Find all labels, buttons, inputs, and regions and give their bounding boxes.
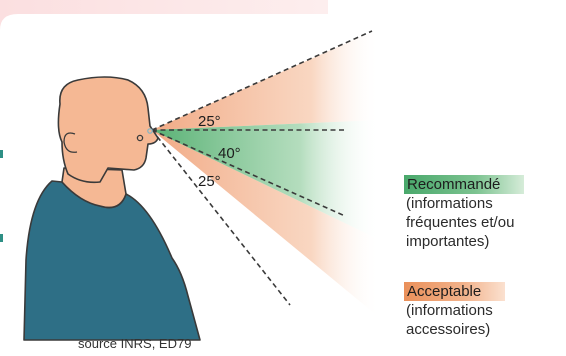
edge-mark-upper (0, 150, 3, 158)
legend-recommended-description: (informations fréquentes et/ou important… (404, 194, 524, 251)
legend-recommended-label: Recommandé (404, 175, 524, 194)
legend-recommended-line-3: importantes) (406, 232, 524, 251)
edge-mark-lower (0, 234, 3, 242)
angle-label-lower: 25° (198, 173, 221, 190)
legend-recommended: Recommandé (informations fréquentes et/o… (404, 175, 524, 251)
source-credit: source INRS, ED79 (78, 336, 191, 351)
legend-acceptable: Acceptable (informations accessoires) (404, 282, 505, 339)
legend-acceptable-line-2: accessoires) (406, 320, 505, 339)
legend-acceptable-description: (informations accessoires) (404, 301, 505, 339)
top-band (0, 0, 328, 30)
angle-label-middle: 40° (218, 145, 241, 162)
person-illustration (24, 77, 200, 340)
legend-recommended-line-1: (informations (406, 194, 524, 213)
head (58, 77, 158, 182)
legend-acceptable-line-1: (informations (406, 301, 505, 320)
legend-recommended-line-2: fréquentes et/ou (406, 213, 524, 232)
legend-acceptable-label: Acceptable (404, 282, 505, 301)
angle-label-upper: 25° (198, 113, 221, 130)
